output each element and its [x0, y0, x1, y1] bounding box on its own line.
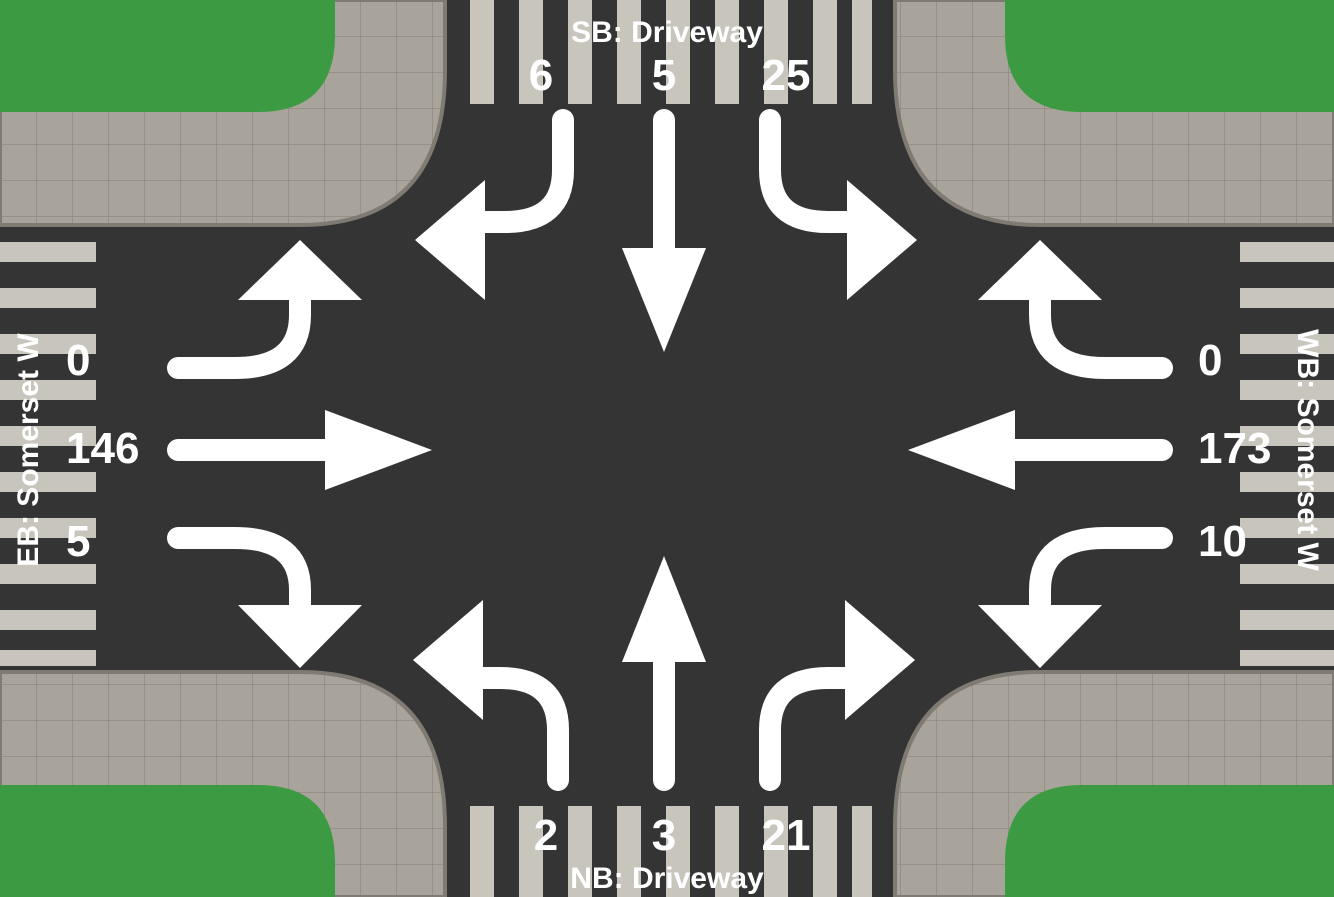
eb-right-count: 5 — [66, 517, 90, 566]
wb-approach-label: WB: Somerset W — [1291, 329, 1324, 571]
nb-through-count: 3 — [652, 811, 676, 860]
nb-right-count: 21 — [762, 811, 811, 860]
eb-left-count: 0 — [66, 336, 90, 385]
sb-approach-label: SB: Driveway — [571, 16, 763, 49]
wb-through-count: 173 — [1198, 424, 1271, 473]
nb-approach-label: NB: Driveway — [570, 862, 764, 895]
corner-top-left — [0, 0, 445, 225]
eb-through-count: 146 — [66, 424, 139, 473]
sb-through-count: 5 — [652, 51, 676, 100]
corner-top-right — [895, 0, 1334, 225]
eb-approach-label: EB: Somerset W — [12, 333, 45, 567]
corner-bottom-left — [0, 672, 445, 897]
sb-left-count: 6 — [529, 51, 553, 100]
nb-left-count: 2 — [534, 811, 558, 860]
wb-right-count: 0 — [1198, 336, 1222, 385]
corner-bottom-right — [895, 672, 1334, 897]
sb-right-count: 25 — [762, 51, 811, 100]
wb-left-count: 10 — [1198, 517, 1247, 566]
